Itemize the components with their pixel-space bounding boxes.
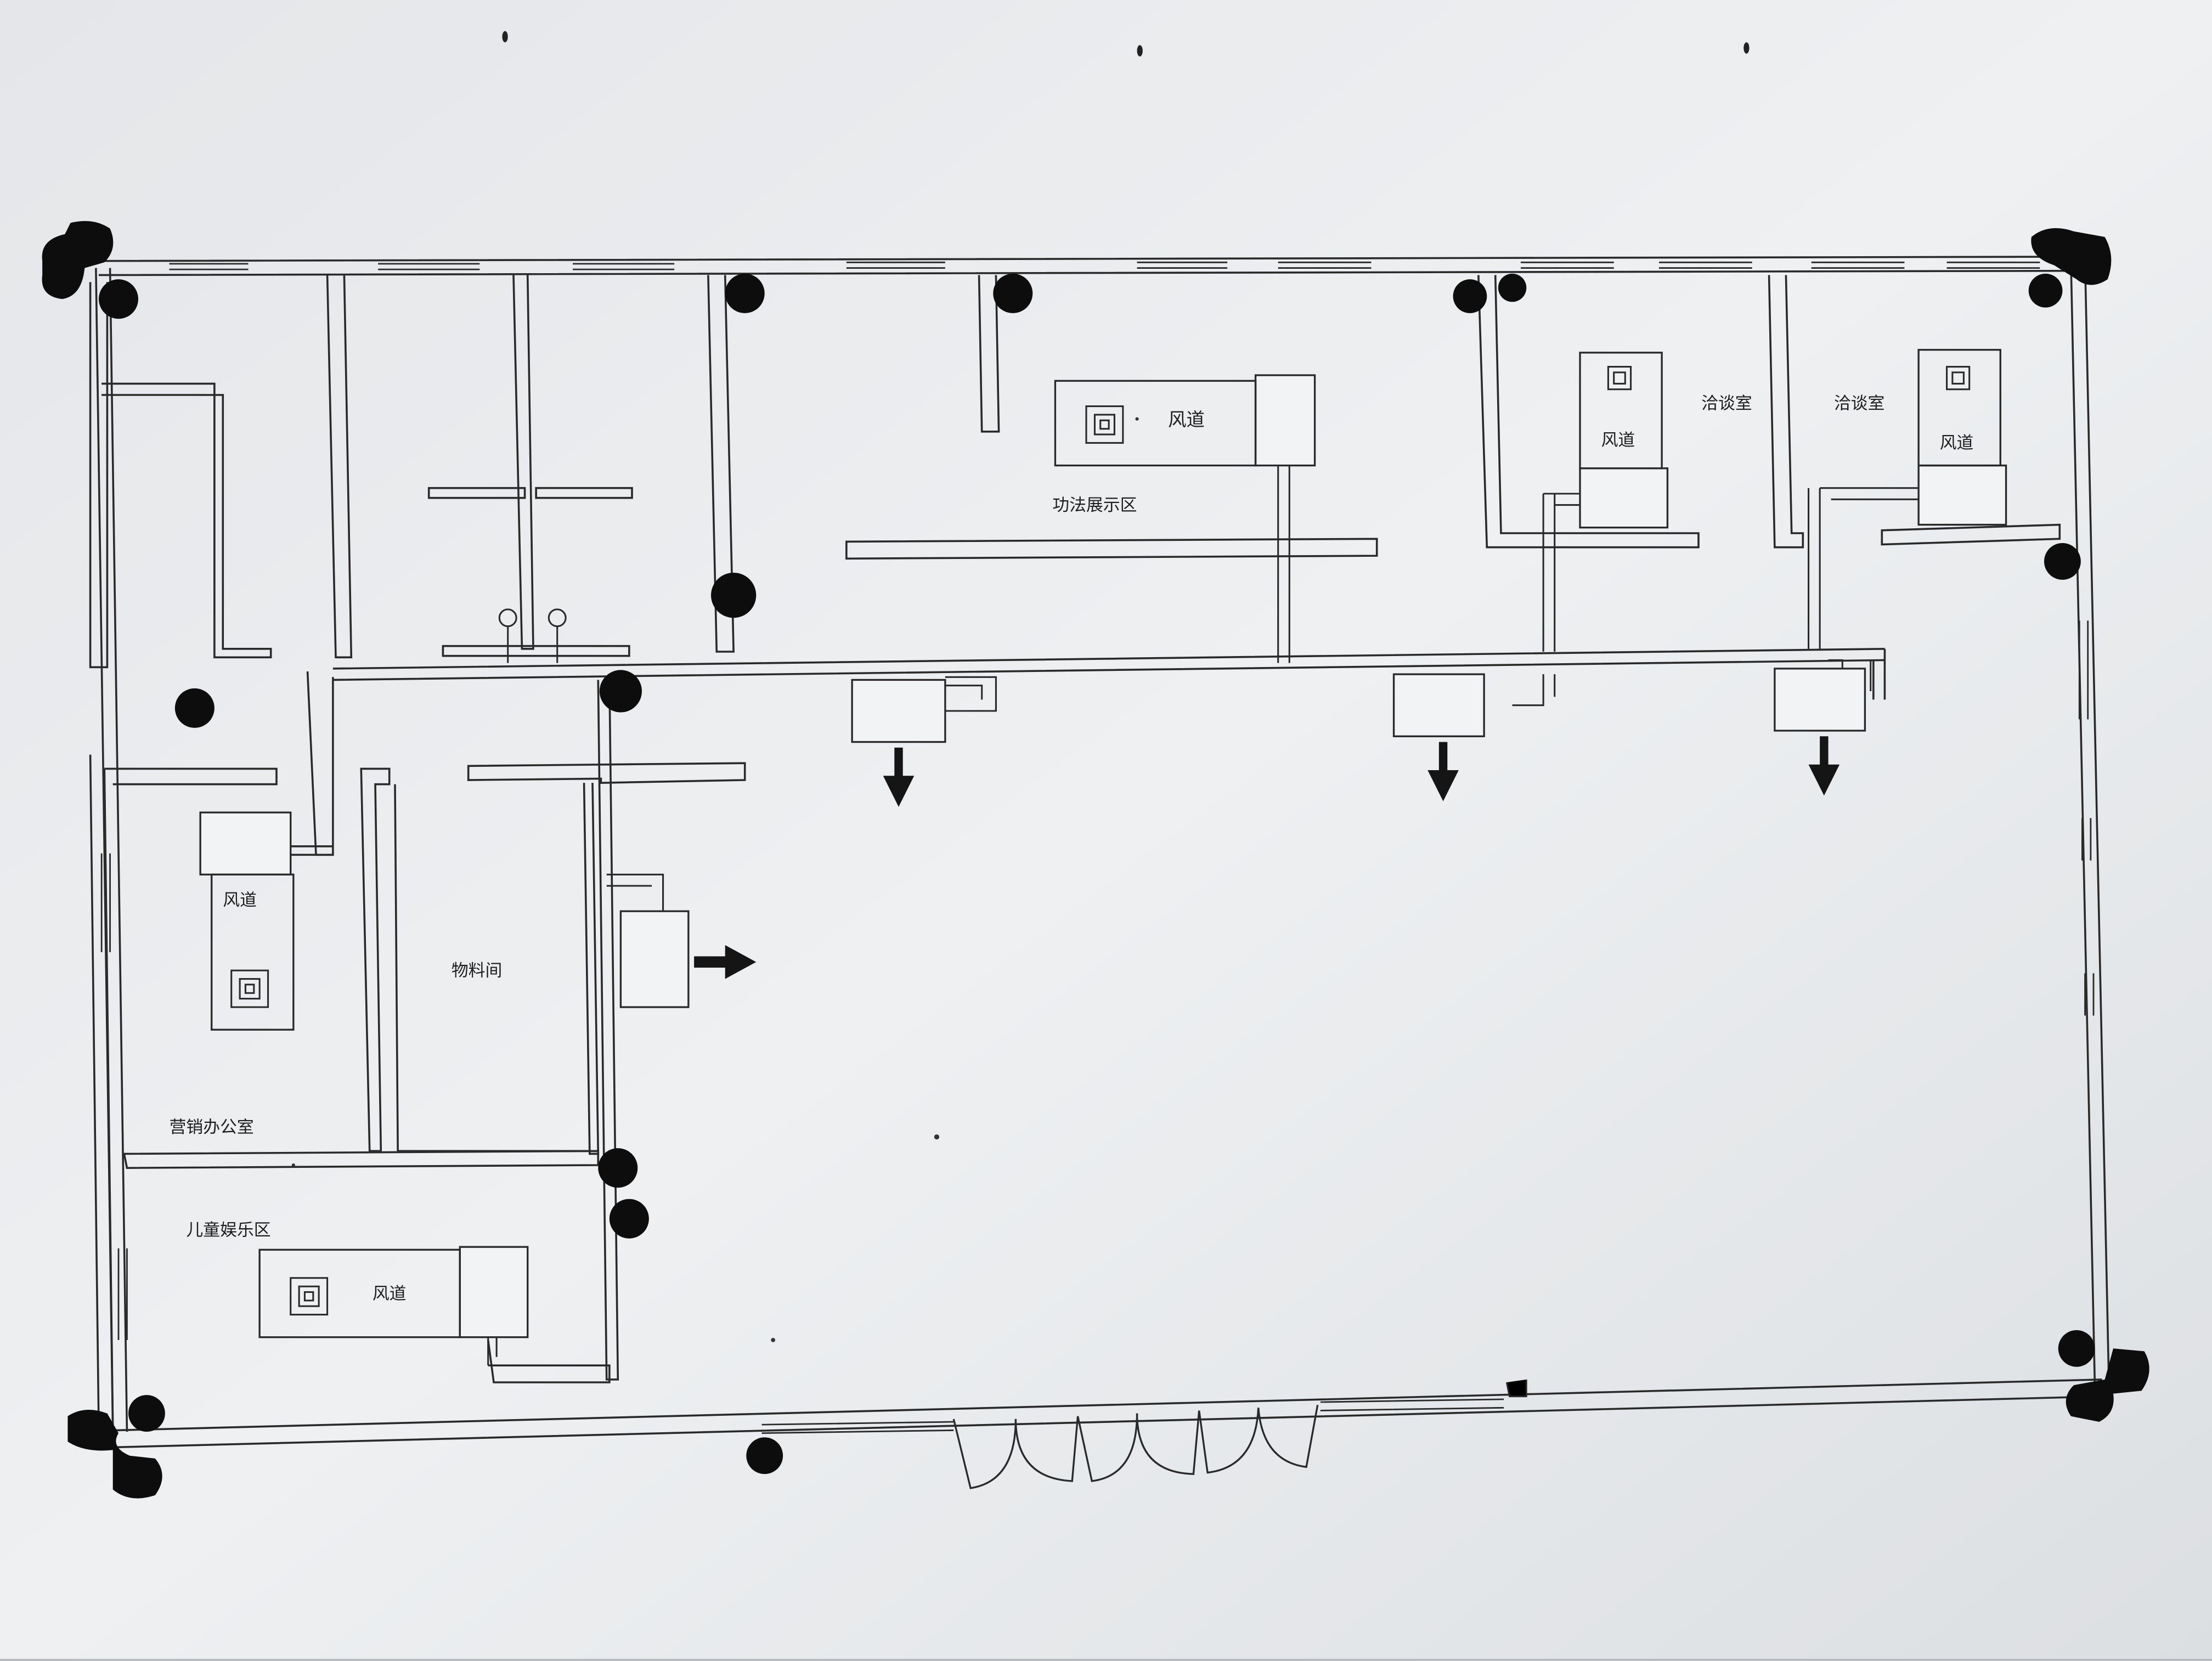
duct-label-qiatan-1: 风道 [1601, 431, 1635, 450]
duct-label-gongfa: 风道 [1168, 409, 1205, 431]
room-label-yingxiao: 营销办公室 [170, 1117, 254, 1137]
walls [89, 256, 2111, 1449]
room-label-wuliao: 物料间 [452, 961, 503, 980]
marker-dot-icon [42, 221, 2149, 1499]
duct-lines [487, 465, 1919, 1366]
room-labels: 风道 功法展示区 洽谈室 风道 洽谈室 风道 风道 物料间 营销办公室 儿童娱乐… [170, 394, 1974, 1304]
top-marks [502, 31, 1750, 57]
stray-dots [291, 417, 1139, 1342]
ac-units [199, 374, 2007, 1338]
room-label-gongfa: 功法展示区 [1052, 495, 1137, 515]
duct-label-yingxiao: 风道 [223, 890, 257, 910]
room-label-ertong: 儿童娱乐区 [186, 1221, 270, 1240]
pipe-connectors [498, 608, 567, 663]
duct-boxes [211, 349, 2001, 1338]
room-label-qiatan-1: 洽谈室 [1701, 394, 1752, 414]
square-vent-icon [230, 366, 1971, 1316]
arrow-icon [694, 736, 1840, 979]
door-swing-icon [952, 1404, 1319, 1489]
duct-label-qiatan-2: 风道 [1940, 433, 1974, 453]
windows [100, 261, 2095, 1434]
room-label-qiatan-2: 洽谈室 [1834, 394, 1885, 414]
duct-label-ertong: 风道 [373, 1284, 407, 1303]
